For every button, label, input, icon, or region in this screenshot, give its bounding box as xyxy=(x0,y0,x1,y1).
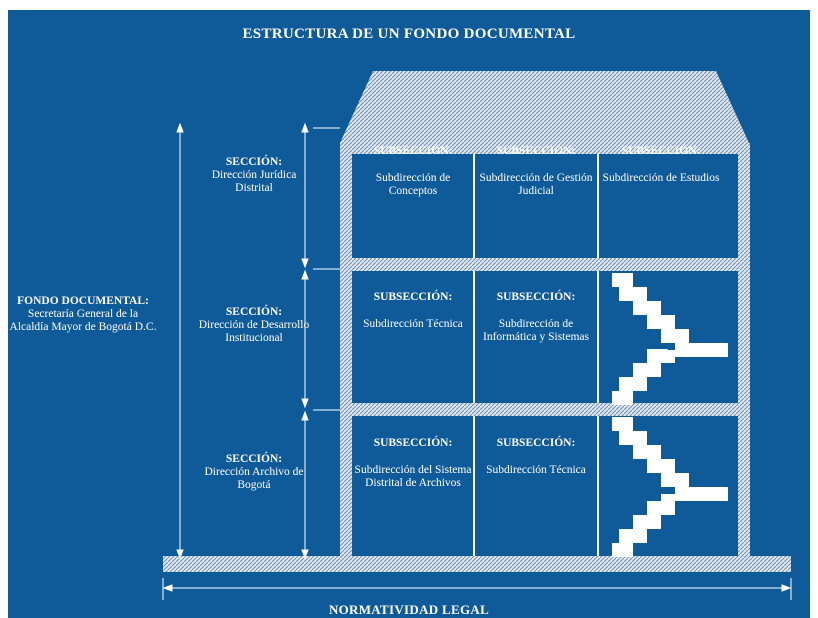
subsection-name: Subdirección del Sistema Distrital de Ar… xyxy=(354,464,472,489)
fondo-label: FONDO DOCUMENTAL: Secretaría General de … xyxy=(8,295,158,334)
subsection-heading: SUBSECCIÓN: xyxy=(496,291,576,303)
subsection-name: Subdirección Técnica xyxy=(486,464,586,476)
right-wall xyxy=(738,143,750,556)
subsection-name: Subdirección Técnica xyxy=(363,318,463,330)
subsection-heading: SUBSECCIÓN: xyxy=(621,145,701,157)
subsection-label: SUBSECCIÓN: Subdirección de Informática … xyxy=(477,291,595,344)
subsection-name: Subdirección de Informática y Sistemas xyxy=(482,318,590,343)
section-dimension-lines xyxy=(301,122,340,560)
subsection-name: Subdirección de Estudios xyxy=(602,172,720,184)
section-label: SECCIÓN: Dirección de Desarrollo Institu… xyxy=(198,306,310,345)
subsection-label: SUBSECCIÓN: Subdirección de Gestión Judi… xyxy=(477,145,595,198)
diagram-title: ESTRUCTURA DE UN FONDO DOCUMENTAL xyxy=(242,26,576,42)
staircase xyxy=(612,494,675,557)
fondo-body: Secretaría General de la Alcaldía Mayor … xyxy=(9,308,157,333)
subsection-label: SUBSECCIÓN: Subdirección de Conceptos xyxy=(354,145,472,198)
subsection-heading: SUBSECCIÓN: xyxy=(496,145,576,157)
subsection-label: SUBSECCIÓN: Subdirección del Sistema Dis… xyxy=(354,437,472,490)
fondo-heading: FONDO DOCUMENTAL: xyxy=(17,295,149,307)
subsection-heading: SUBSECCIÓN: xyxy=(373,291,453,303)
base-slab xyxy=(163,556,791,572)
staircase xyxy=(612,417,728,501)
section-heading: SECCIÓN: xyxy=(225,156,283,168)
section-name: Dirección de Desarrollo Institucional xyxy=(198,319,310,344)
subsection-name: Subdirección de Conceptos xyxy=(375,172,451,197)
floor-slab-1 xyxy=(340,258,750,271)
subsection-heading: SUBSECCIÓN: xyxy=(373,437,453,449)
subsection-label: SUBSECCIÓN: Subdirección Técnica xyxy=(477,437,595,477)
floor-slab-2 xyxy=(340,403,750,416)
subsection-name: Subdirección de Gestión Judicial xyxy=(479,172,593,197)
section-label: SECCIÓN: Dirección Archivo de Bogotá xyxy=(198,453,310,492)
left-wall xyxy=(340,143,352,556)
subsection-label: SUBSECCIÓN: Subdirección Técnica xyxy=(354,291,472,331)
subsection-heading: SUBSECCIÓN: xyxy=(373,145,453,157)
building-drawing xyxy=(162,71,792,600)
section-heading: SECCIÓN: xyxy=(225,306,283,318)
fondo-dimension-line xyxy=(176,122,184,560)
subsection-label: SUBSECCIÓN: Subdirección de Estudios xyxy=(602,145,720,185)
subsection-heading: SUBSECCIÓN: xyxy=(496,437,576,449)
diagram-canvas: ESTRUCTURA DE UN FONDO DOCUMENTAL FONDO … xyxy=(8,10,810,618)
section-name: Dirección Archivo de Bogotá xyxy=(204,466,304,491)
diagram-footer: NORMATIVIDAD LEGAL xyxy=(328,602,490,617)
section-heading: SECCIÓN: xyxy=(225,453,283,465)
section-label: SECCIÓN: Dirección Jurídica Distrital xyxy=(198,156,310,195)
staircase xyxy=(612,273,728,357)
staircase xyxy=(612,349,675,405)
roof xyxy=(340,71,749,154)
normatividad-dimension-line xyxy=(162,578,792,600)
section-name: Dirección Jurídica Distrital xyxy=(211,169,297,194)
